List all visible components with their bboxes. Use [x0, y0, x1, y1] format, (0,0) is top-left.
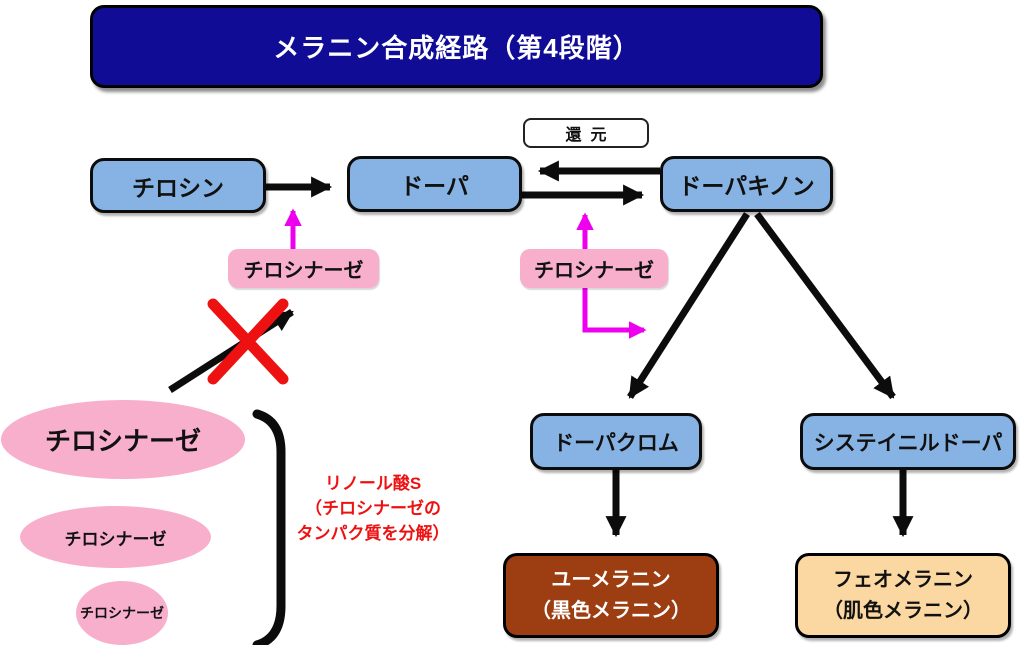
tyrosinase-ellipse-large: チロシナーゼ: [1, 400, 245, 479]
arrow-dopaquinone-to-cysteinyldopa: [754, 211, 896, 400]
result-pheomelanin-sub: （肌色メラニン）: [823, 599, 983, 622]
enzyme-tyrosinase-right: チロシナーゼ: [520, 249, 668, 288]
arrow-tyrosinase-elbow: [582, 288, 647, 339]
linoleic-acid-note-line1: リノール酸S: [324, 474, 422, 493]
enzyme-tyrosinase-left: チロシナーゼ: [228, 249, 379, 288]
arrow-tyrosinase-blocked: [168, 309, 294, 393]
result-eumelanin-name: ユーメラニン: [551, 568, 671, 591]
node-tyrosine: チロシン: [90, 158, 266, 213]
bracket: [252, 409, 286, 645]
diagram-title: メラニン合成経路（第4段階）: [90, 5, 823, 88]
result-eumelanin: ユーメラニン （黒色メラニン）: [503, 553, 719, 638]
arrow-dopaquinone-to-dopachrome: [627, 212, 750, 399]
linoleic-acid-note: リノール酸S （チロシナーゼの タンパク質を分解）: [280, 471, 466, 546]
result-eumelanin-sub: （黒色メラニン）: [531, 599, 691, 622]
linoleic-acid-note-line2: （チロシナーゼの: [305, 499, 441, 518]
reduction-label: 還元: [523, 118, 649, 148]
node-dopachrome: ドーパクロム: [530, 413, 702, 470]
linoleic-acid-note-line3: タンパク質を分解）: [296, 524, 450, 543]
result-pheomelanin-name: フェオメラニン: [833, 568, 973, 591]
blocked-cross-icon: [207, 298, 289, 385]
result-pheomelanin: フェオメラニン （肌色メラニン）: [795, 553, 1011, 638]
node-cysteinyldopa: システイニルドーパ: [800, 413, 1016, 470]
node-dopaquinone: ドーパキノン: [660, 156, 833, 212]
tyrosinase-ellipse-small: チロシナーゼ: [76, 581, 168, 645]
node-dopa: ドーパ: [347, 156, 522, 212]
tyrosinase-ellipse-medium: チロシナーゼ: [20, 506, 211, 568]
